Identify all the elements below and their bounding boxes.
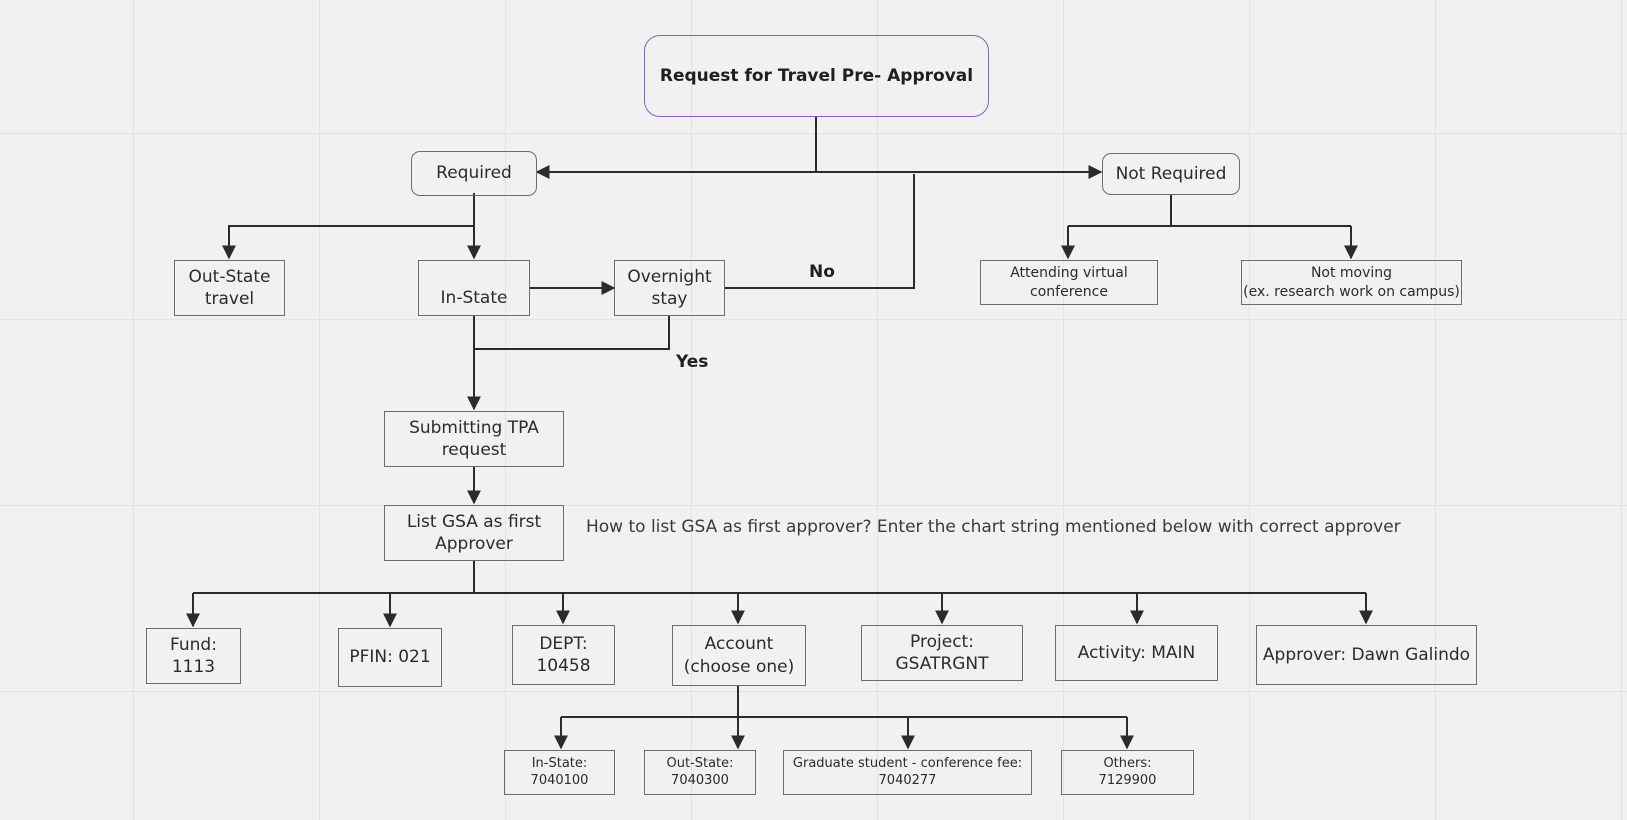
account-line1: Account [704, 634, 774, 655]
account-line2: (choose one) [683, 656, 795, 677]
acct-grad-line1: Graduate student - conference fee: [792, 755, 1023, 771]
out-state-travel-node[interactable]: Out-State travel [174, 260, 285, 316]
acct-in-state-line2: 7040100 [530, 772, 589, 788]
list-gsa-line1: List GSA as first [406, 511, 542, 532]
approver-node[interactable]: Approver: Dawn Galindo [1256, 625, 1477, 685]
in-state-text: In-State [440, 287, 508, 308]
acct-grad-line2: 7040277 [878, 772, 937, 788]
title-node[interactable]: Request for Travel Pre- Approval [644, 35, 989, 117]
acct-others-line1: Others: [1103, 755, 1152, 771]
edge-overnight-yes [474, 316, 670, 350]
activity-node[interactable]: Activity: MAIN [1055, 625, 1218, 681]
project-line2: GSATRGNT [895, 654, 989, 674]
list-gsa-line2: Approver [435, 534, 513, 554]
fund-line2: 1113 [171, 657, 216, 677]
overnight-line1: Overnight [627, 266, 712, 287]
virtual-line1: Attending virtual [1010, 265, 1128, 282]
out-state-line2: travel [204, 289, 255, 309]
submit-tpa-line2: request [441, 440, 507, 460]
acct-others-line2: 7129900 [1098, 772, 1157, 788]
dept-line2: 10458 [536, 656, 591, 676]
fund-node[interactable]: Fund: 1113 [146, 628, 241, 684]
account-node[interactable]: Account (choose one) [672, 625, 806, 686]
not-required-text: Not Required [1115, 163, 1227, 184]
submit-tpa-line1: Submitting TPA [409, 417, 539, 438]
required-text: Required [436, 163, 512, 184]
activity-text: Activity: MAIN [1077, 642, 1196, 663]
not-moving-node[interactable]: Not moving (ex. research work on campus) [1241, 260, 1462, 305]
dept-line1: DEPT: [539, 633, 588, 654]
acct-grad-node[interactable]: Graduate student - conference fee: 70402… [783, 750, 1032, 795]
in-state-node[interactable]: In-State [418, 260, 530, 316]
overnight-line2: stay [651, 289, 688, 309]
edge-to-out-state [222, 225, 474, 260]
acct-out-state-node[interactable]: Out-State: 7040300 [644, 750, 756, 795]
list-gsa-node[interactable]: List GSA as first Approver [384, 505, 564, 561]
overnight-stay-node[interactable]: Overnight stay [614, 260, 725, 316]
yes-label: Yes [676, 352, 709, 372]
acct-out-state-line1: Out-State: [666, 755, 734, 771]
pfin-text: PFIN: 021 [349, 647, 431, 668]
not-moving-line1: Not moving [1310, 265, 1393, 282]
not-required-node[interactable]: Not Required [1102, 153, 1240, 195]
required-node[interactable]: Required [411, 151, 537, 196]
approver-text: Approver: Dawn Galindo [1262, 644, 1471, 665]
not-moving-line2: (ex. research work on campus) [1243, 283, 1460, 300]
title-text: Request for Travel Pre- Approval [659, 65, 974, 86]
submitting-tpa-node[interactable]: Submitting TPA request [384, 411, 564, 467]
edge-overnight-no [724, 174, 915, 289]
fund-line1: Fund: [170, 634, 217, 655]
virtual-line2: conference [1030, 283, 1108, 300]
acct-in-state-line1: In-State: [531, 755, 588, 771]
project-line1: Project: [910, 631, 974, 652]
out-state-line1: Out-State [188, 266, 271, 287]
project-node[interactable]: Project: GSATRGNT [861, 625, 1023, 681]
how-to-note: How to list GSA as first approver? Enter… [586, 517, 1401, 537]
virtual-conference-node[interactable]: Attending virtual conference [980, 260, 1158, 305]
pfin-node[interactable]: PFIN: 021 [338, 628, 442, 687]
acct-in-state-node[interactable]: In-State: 7040100 [504, 750, 615, 795]
acct-others-node[interactable]: Others: 7129900 [1061, 750, 1194, 795]
no-label: No [809, 262, 835, 282]
acct-out-state-line2: 7040300 [671, 772, 729, 788]
dept-node[interactable]: DEPT: 10458 [512, 625, 615, 685]
